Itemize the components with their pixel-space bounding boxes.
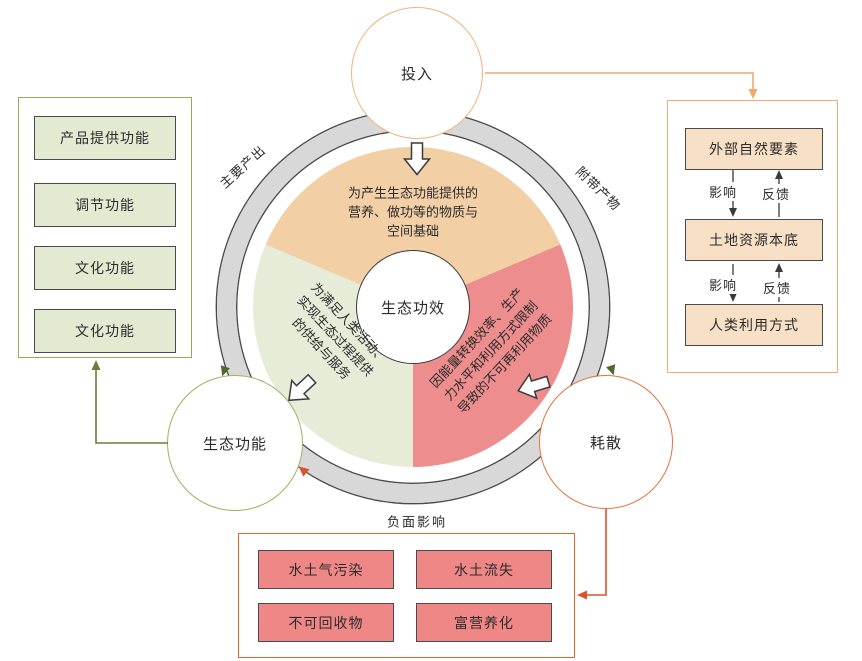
impact-item: 水土气污染 (258, 550, 394, 589)
input-node-label: 投入 (400, 64, 433, 83)
eco-function-node: 生态功能 (167, 375, 303, 511)
function-types-panel: 产品提供功能 调节功能 文化功能 文化功能 (18, 97, 192, 358)
function-item: 调节功能 (34, 183, 176, 227)
factor-item: 外部自然要素 (685, 128, 823, 170)
factor-item: 土地资源本底 (685, 219, 823, 261)
center-circle: 生态功效 (356, 250, 470, 364)
input-node: 投入 (351, 7, 483, 139)
external-factors-panel: 外部自然要素 土地资源本底 人类利用方式 (667, 100, 838, 373)
segment-material-basis-text: 为产生生态功能提供的 营养、做功等的物质与 空间基础 (347, 186, 478, 240)
dissipation-node: 耗散 (539, 375, 673, 509)
function-item: 文化功能 (34, 309, 176, 353)
factor-item: 人类利用方式 (685, 304, 823, 346)
dissipation-to-impacts-connector (577, 509, 607, 600)
ring-label-negative-impact: 负面影响 (386, 515, 448, 531)
impact-item: 水土流失 (416, 550, 552, 589)
function-item: 文化功能 (34, 246, 176, 290)
center-circle-label: 生态功效 (380, 298, 445, 317)
eco-function-node-label: 生态功能 (202, 434, 267, 453)
dissipation-node-label: 耗散 (589, 433, 622, 452)
negative-impacts-panel: 水土气污染 水土流失 不可回收物 富营养化 (238, 533, 575, 658)
input-to-external-connector (485, 72, 758, 99)
feedback-label: 反馈 (760, 184, 793, 203)
function-item: 产品提供功能 (34, 116, 176, 160)
feedback-label: 反馈 (761, 278, 794, 297)
function-to-panel-connector (91, 360, 168, 444)
impact-item: 不可回收物 (258, 603, 394, 642)
impact-item: 富营养化 (416, 603, 552, 642)
influence-label: 影响 (707, 275, 740, 294)
influence-label: 影响 (707, 182, 740, 201)
